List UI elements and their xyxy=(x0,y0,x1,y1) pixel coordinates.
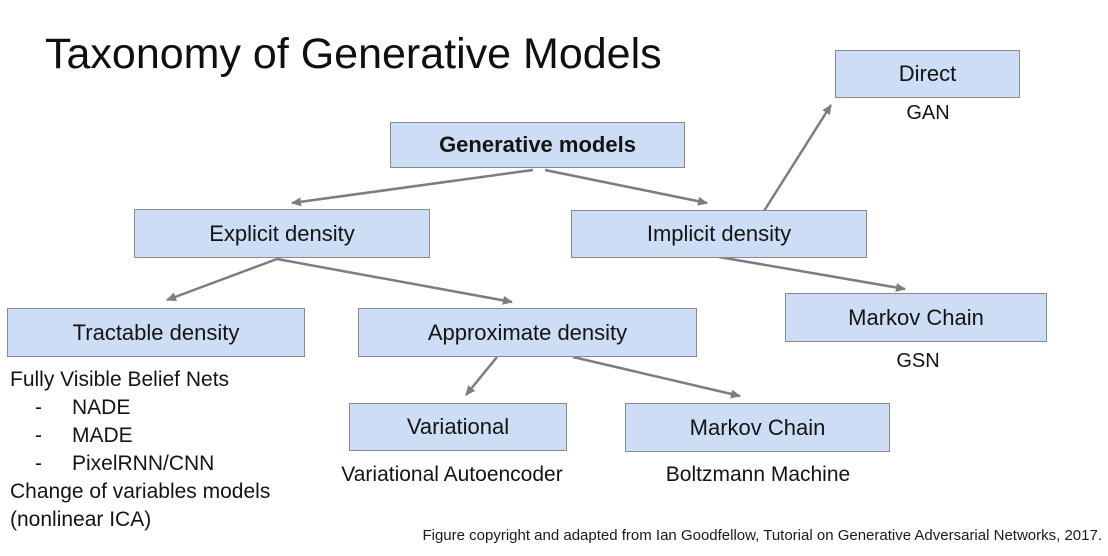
list-item-label: MADE xyxy=(72,424,133,447)
sublabel-variational-autoencoder: Variational Autoencoder xyxy=(341,463,563,486)
arrow-generative-to-implicit xyxy=(544,168,708,206)
list-item: - PixelRNN/CNN xyxy=(10,450,270,478)
slide-title: Taxonomy of Generative Models xyxy=(45,30,662,78)
node-implicit-density: Implicit density xyxy=(571,210,867,258)
tractable-notes: Fully Visible Belief Nets - NADE - MADE … xyxy=(10,366,270,534)
node-approximate-density: Approximate density xyxy=(358,308,697,357)
node-generative-models: Generative models xyxy=(390,122,685,168)
notes-line-nonlinear-ica: (nonlinear ICA) xyxy=(10,508,152,531)
arrow-generative-to-explicit xyxy=(291,168,534,207)
bullet-dash: - xyxy=(35,424,42,447)
node-markov-chain-bottom: Markov Chain xyxy=(625,403,890,452)
node-variational: Variational xyxy=(349,403,567,451)
copyright-footer: Figure copyright and adapted from Ian Go… xyxy=(422,527,1102,544)
arrow-approximate-to-variational xyxy=(465,356,498,396)
notes-heading: Fully Visible Belief Nets xyxy=(10,368,230,391)
node-markov-chain-right: Markov Chain xyxy=(785,293,1047,342)
arrow-implicit-to-direct xyxy=(762,104,833,212)
list-item: - MADE xyxy=(10,422,270,450)
arrow-approximate-to-markov-bottom xyxy=(572,355,741,399)
arrow-implicit-to-markov-right xyxy=(718,255,906,292)
arrow-explicit-to-tractable xyxy=(166,257,278,302)
bullet-dash: - xyxy=(35,452,42,475)
sublabel-gan: GAN xyxy=(906,102,950,124)
node-explicit-density: Explicit density xyxy=(134,209,430,258)
sublabel-boltzmann-machine: Boltzmann Machine xyxy=(665,463,851,486)
bullet-dash: - xyxy=(35,396,42,419)
node-tractable-density: Tractable density xyxy=(7,308,305,357)
node-direct: Direct xyxy=(835,50,1020,98)
arrow-explicit-to-approximate xyxy=(276,257,513,305)
sublabel-gsn: GSN xyxy=(896,350,940,372)
notes-line-change-of-variables: Change of variables models xyxy=(10,480,271,503)
list-item-label: PixelRNN/CNN xyxy=(72,452,215,475)
list-item: - NADE xyxy=(10,394,270,422)
list-item-label: NADE xyxy=(72,396,131,419)
